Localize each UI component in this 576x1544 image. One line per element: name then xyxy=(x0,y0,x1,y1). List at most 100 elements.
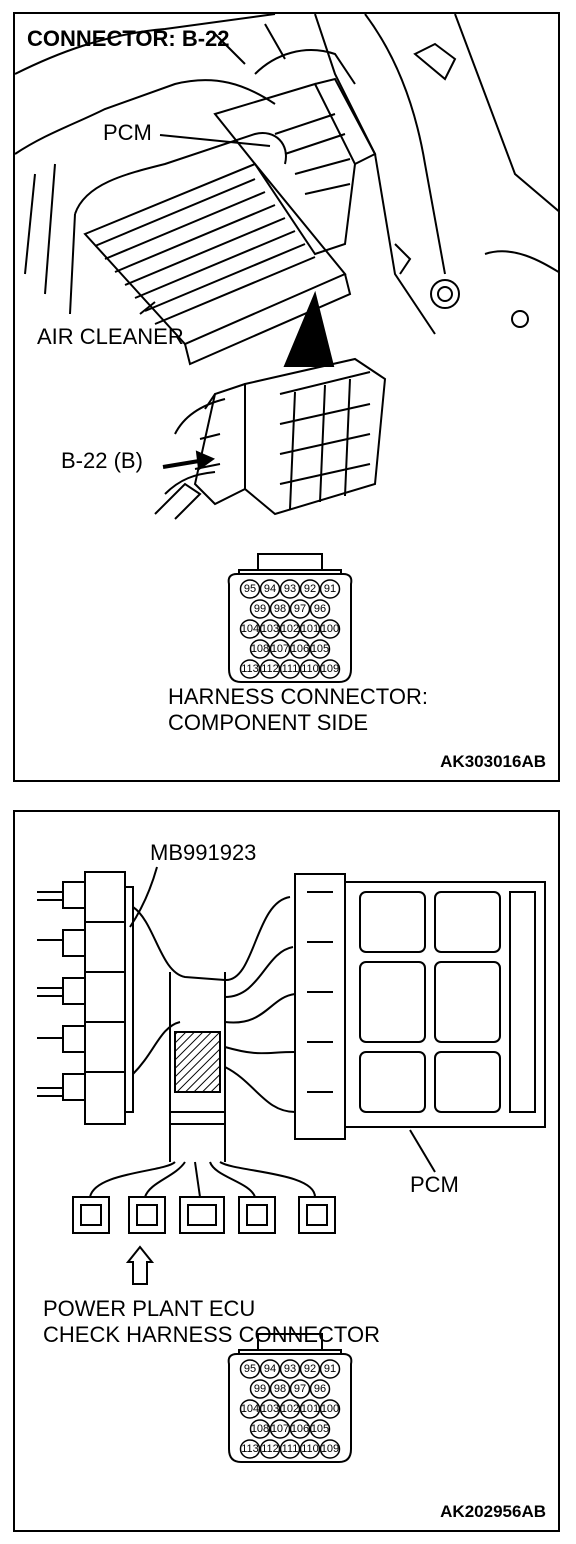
pin-106 xyxy=(289,1419,311,1439)
check-harness-label: CHECK HARNESS CONNECTOR xyxy=(43,1322,380,1347)
pin-label-108: 108 xyxy=(251,1423,269,1435)
pin-label-106: 106 xyxy=(291,1423,309,1435)
pin-95 xyxy=(239,579,261,599)
reference-code: AK202956AB xyxy=(440,1502,546,1521)
pin-107 xyxy=(269,639,291,659)
connector-title: CONNECTOR: B-22 xyxy=(27,26,230,51)
pin-label-101: 101 xyxy=(301,623,319,635)
pin-label-92: 92 xyxy=(304,583,316,595)
pin-label-91: 91 xyxy=(324,1363,336,1375)
reference-code: AK303016AB xyxy=(440,752,546,771)
pin-91 xyxy=(319,1359,341,1379)
pin-109 xyxy=(319,659,341,679)
pin-label-97: 97 xyxy=(294,1383,306,1395)
pin-99 xyxy=(249,1379,271,1399)
pin-113 xyxy=(239,659,261,679)
pin-94 xyxy=(259,579,281,599)
pin-113 xyxy=(239,1439,261,1459)
pin-label-91: 91 xyxy=(324,583,336,595)
pin-112 xyxy=(259,659,281,679)
pin-label-92: 92 xyxy=(304,1363,316,1375)
tool-label: MB991923 xyxy=(150,840,257,865)
pin-label-102: 102 xyxy=(281,623,299,635)
pin-label-109: 109 xyxy=(321,663,339,675)
pin-label-97: 97 xyxy=(294,603,306,615)
pin-label-106: 106 xyxy=(291,643,309,655)
pin-label-107: 107 xyxy=(271,643,289,655)
pin-112 xyxy=(259,1439,281,1459)
pin-96 xyxy=(309,1379,331,1399)
pin-93 xyxy=(279,579,301,599)
pin-label-109: 109 xyxy=(321,1443,339,1455)
pin-label-96: 96 xyxy=(314,603,326,615)
power-plant-ecu-label: POWER PLANT ECU xyxy=(43,1296,256,1321)
pin-97 xyxy=(289,1379,311,1399)
pin-109 xyxy=(319,1439,341,1459)
component-side-label: COMPONENT SIDE xyxy=(168,710,369,735)
pin-label-111: 111 xyxy=(282,1443,299,1455)
pin-label-107: 107 xyxy=(271,1423,289,1435)
pin-label-94: 94 xyxy=(264,1363,276,1375)
pin-107 xyxy=(269,1419,291,1439)
pin-103 xyxy=(259,1399,281,1419)
pin-101 xyxy=(299,619,321,639)
pin-106 xyxy=(289,639,311,659)
pin-111 xyxy=(279,1439,301,1459)
pin-105 xyxy=(309,639,331,659)
pin-label-94: 94 xyxy=(264,583,276,595)
pin-111 xyxy=(279,659,301,679)
pcm-label: PCM xyxy=(410,1172,459,1197)
pin-label-93: 93 xyxy=(284,1363,296,1375)
pin-102 xyxy=(279,1399,301,1419)
pin-label-98: 98 xyxy=(274,603,286,615)
pin-label-104: 104 xyxy=(241,623,259,635)
pin-label-113: 113 xyxy=(241,663,259,675)
pin-label-110: 110 xyxy=(301,663,319,675)
pin-96 xyxy=(309,599,331,619)
pin-93 xyxy=(279,1359,301,1379)
pcm-label: PCM xyxy=(103,120,152,145)
pin-104 xyxy=(239,619,261,639)
pin-label-100: 100 xyxy=(321,1403,339,1415)
pin-label-108: 108 xyxy=(251,643,269,655)
pin-94 xyxy=(259,1359,281,1379)
pin-label-111: 111 xyxy=(282,663,299,675)
pin-label-112: 112 xyxy=(261,663,279,675)
pin-label-105: 105 xyxy=(311,1423,329,1435)
pin-label-95: 95 xyxy=(244,583,256,595)
pin-92 xyxy=(299,579,321,599)
pin-92 xyxy=(299,1359,321,1379)
pin-95 xyxy=(239,1359,261,1379)
pin-label-105: 105 xyxy=(311,643,329,655)
pin-label-102: 102 xyxy=(281,1403,299,1415)
pin-label-113: 113 xyxy=(241,1443,259,1455)
connector-b22-label: B-22 (B) xyxy=(61,448,143,473)
pin-103 xyxy=(259,619,281,639)
pin-label-96: 96 xyxy=(314,1383,326,1395)
pin-98 xyxy=(269,599,291,619)
pin-91 xyxy=(319,579,341,599)
pin-label-98: 98 xyxy=(274,1383,286,1395)
pin-label-104: 104 xyxy=(241,1403,259,1415)
pin-label-103: 103 xyxy=(261,623,279,635)
air-cleaner-label: AIR CLEANER xyxy=(37,324,184,349)
pin-104 xyxy=(239,1399,261,1419)
pin-100 xyxy=(319,619,341,639)
pin-label-93: 93 xyxy=(284,583,296,595)
pin-108 xyxy=(249,1419,271,1439)
harness-connector-label: HARNESS CONNECTOR: xyxy=(168,684,428,709)
pin-label-110: 110 xyxy=(301,1443,319,1455)
pin-label-100: 100 xyxy=(321,623,339,635)
pin-98 xyxy=(269,1379,291,1399)
pin-label-101: 101 xyxy=(301,1403,319,1415)
pin-label-99: 99 xyxy=(254,603,266,615)
pin-105 xyxy=(309,1419,331,1439)
pin-101 xyxy=(299,1399,321,1419)
pin-100 xyxy=(319,1399,341,1419)
pin-label-103: 103 xyxy=(261,1403,279,1415)
